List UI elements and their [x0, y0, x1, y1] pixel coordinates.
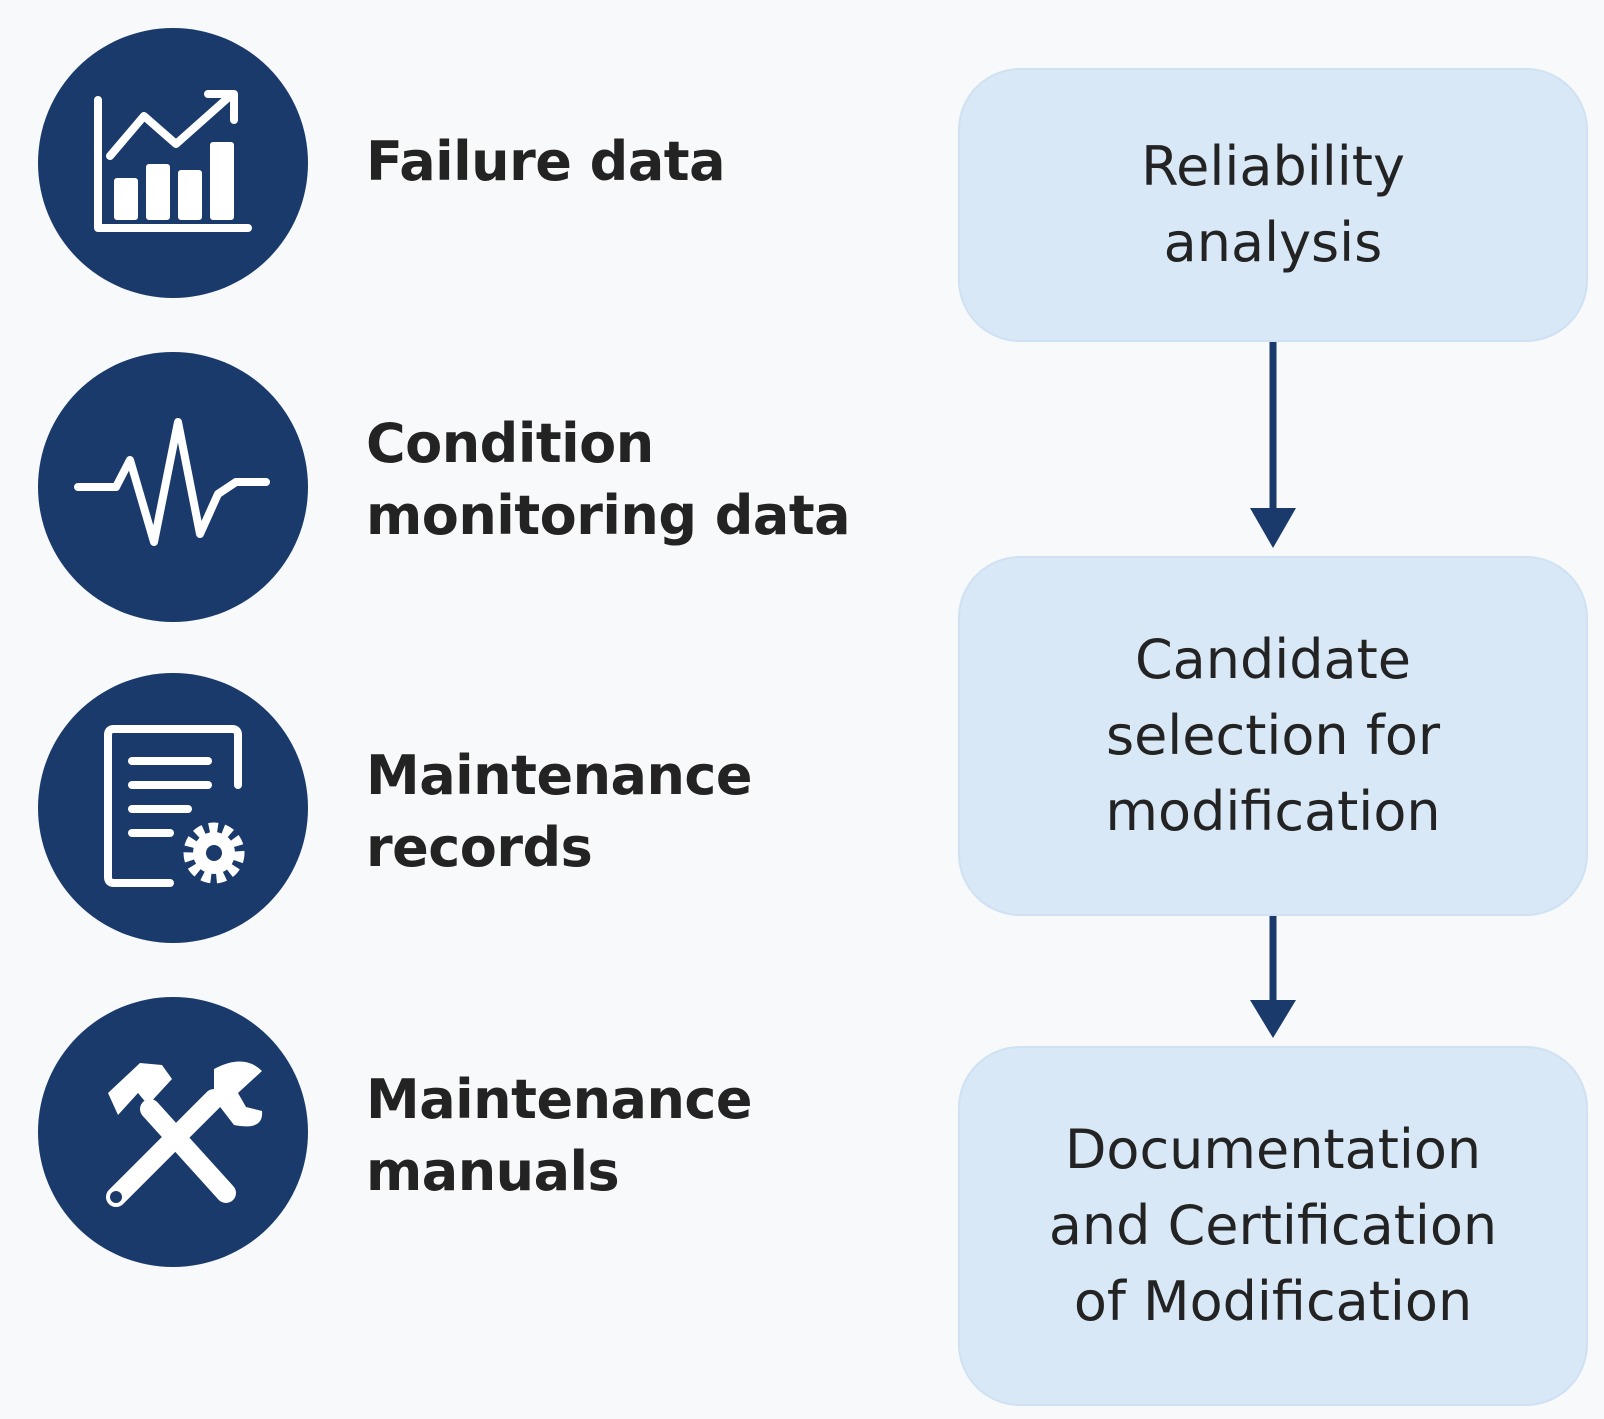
- down-arrow-icon: [1248, 916, 1298, 1038]
- input-label-maintenance-records: Maintenance records: [366, 744, 753, 879]
- pulse-waveform-icon: [74, 418, 270, 546]
- line-bar-chart-icon: [94, 90, 252, 232]
- maintenance-records-icon-badge: [38, 673, 308, 943]
- input-label-maintenance-manuals: Maintenance manuals: [366, 1068, 753, 1203]
- step-candidate-selection: Candidate selection for modification: [958, 556, 1588, 916]
- input-label-condition-monitoring: Condition monitoring data: [366, 412, 851, 547]
- condition-monitoring-icon-badge: [38, 352, 308, 622]
- step-reliability-analysis: Reliability analysis: [958, 68, 1588, 342]
- hammer-wrench-icon: [106, 1061, 263, 1207]
- down-arrow-icon: [1248, 342, 1298, 548]
- failure-data-icon-badge: [38, 28, 308, 298]
- document-gear-icon: [104, 725, 245, 887]
- step-documentation-certification: Documentation and Certification of Modif…: [958, 1046, 1588, 1406]
- input-label-failure-data: Failure data: [366, 130, 726, 193]
- maintenance-manuals-icon-badge: [38, 997, 308, 1267]
- step-label: Documentation and Certification of Modif…: [1048, 1118, 1498, 1333]
- step-label: Reliability analysis: [1141, 135, 1405, 274]
- step-label: Candidate selection for modification: [1105, 628, 1441, 843]
